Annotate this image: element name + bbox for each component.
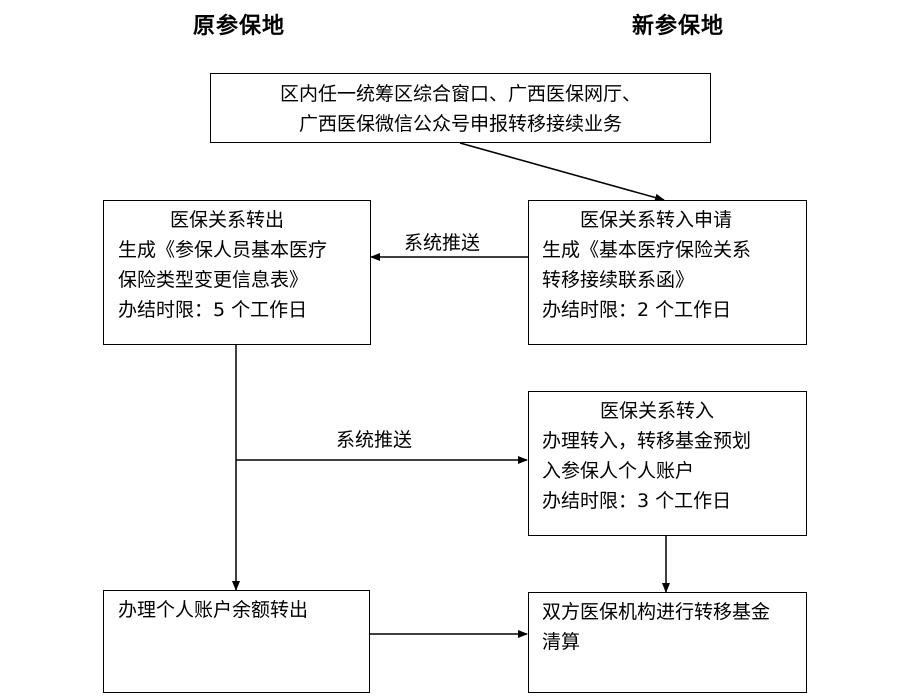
transfer-in-deadline: 办结时限：3 个工作日 — [542, 490, 732, 512]
header-new-location: 新参保地 — [632, 14, 725, 39]
arrow-apply-to-transfer-in-apply — [459, 142, 665, 202]
transfer-in-line-3: 入参保人个人账户 — [542, 460, 695, 482]
transfer-out-deadline: 办结时限：5 个工作日 — [118, 299, 308, 321]
transfer-in-apply-line-2: 生成《基本医疗保险关系 — [542, 239, 752, 261]
box-account-out: 办理个人账户余额转出 — [103, 590, 370, 693]
transfer-in-line-2: 办理转入，转移基金预划 — [542, 430, 752, 452]
transfer-in-apply-line-3: 转移接续联系函》 — [542, 269, 695, 291]
transfer-out-title: 医保关系转出 — [170, 209, 285, 231]
box-transfer-in: 医保关系转入 办理转入，转移基金预划 入参保人个人账户 办结时限：3 个工作日 — [528, 391, 807, 536]
box-transfer-out: 医保关系转出 生成《参保人员基本医疗 保险类型变更信息表》 办结时限：5 个工作… — [103, 200, 371, 345]
account-out-line-1: 办理个人账户余额转出 — [118, 599, 309, 621]
transfer-in-title: 医保关系转入 — [600, 400, 715, 422]
edge-label-push-1: 系统推送 — [404, 232, 481, 254]
transfer-in-apply-deadline: 办结时限：2 个工作日 — [542, 299, 732, 321]
edge-label-push-2: 系统推送 — [336, 429, 413, 451]
fund-settle-line-2: 清算 — [542, 631, 581, 653]
apply-channel-line-1: 区内任一统筹区综合窗口、广西医保网厅、 — [279, 83, 641, 105]
box-apply-channel: 区内任一统筹区综合窗口、广西医保网厅、 广西医保微信公众号申报转移接续业务 — [210, 73, 711, 143]
box-transfer-in-apply: 医保关系转入申请 生成《基本医疗保险关系 转移接续联系函》 办结时限：2 个工作… — [528, 200, 807, 345]
fund-settle-line-1: 双方医保机构进行转移基金 — [542, 601, 771, 623]
transfer-out-line-3: 保险类型变更信息表》 — [118, 269, 309, 291]
header-original-location: 原参保地 — [193, 14, 286, 39]
apply-channel-line-2: 广西医保微信公众号申报转移接续业务 — [298, 113, 622, 135]
box-fund-settle: 双方医保机构进行转移基金 清算 — [528, 592, 807, 693]
transfer-in-apply-title: 医保关系转入申请 — [580, 209, 733, 231]
transfer-out-line-2: 生成《参保人员基本医疗 — [118, 239, 328, 261]
